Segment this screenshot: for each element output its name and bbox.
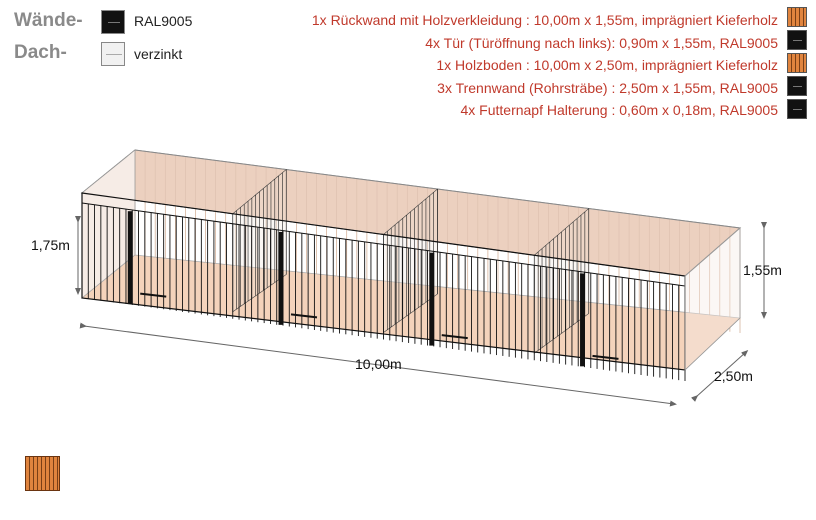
bowl-holder — [140, 292, 167, 298]
partition-wall — [383, 188, 438, 334]
part-line-door: 4x Tür (Türöffnung nach links): 0,90m x … — [425, 34, 778, 51]
part-swatch-partition — [787, 76, 807, 96]
part-line-back-wall: 1x Rückwand mit Holzverkleidung : 10,00m… — [311, 12, 778, 28]
roof-legend-label: Dach- — [14, 42, 67, 63]
walls-color-name: RAL9005 — [134, 13, 193, 29]
walls-legend-label: Wände- — [14, 10, 83, 31]
right-end-wall — [684, 227, 741, 371]
part-swatch-back-wall — [787, 7, 807, 27]
front-frame-top — [81, 202, 686, 287]
height-label: 1,75m — [31, 237, 70, 253]
door-hinge-post — [580, 273, 585, 367]
depth-dim-line — [691, 349, 749, 402]
length-dim-line — [79, 322, 677, 407]
parts-list: 1x Rückwand mit Holzverkleidung : 10,00m… — [312, 9, 778, 122]
partition-wall — [232, 168, 287, 313]
wall-height-label: 1,55m — [743, 262, 782, 278]
depth-label: 2,50m — [714, 368, 753, 384]
bowl-holder — [290, 313, 318, 319]
part-line-bowl-holder: 4x Futternapf Halterung : 0,60m x 0,18m,… — [460, 102, 778, 118]
length-label: 10,00m — [355, 356, 402, 372]
part-swatch-wood-floor — [787, 53, 807, 73]
part-swatch-bowl-holder — [787, 99, 807, 119]
walls-color-swatch — [101, 10, 125, 34]
part-line-partition: 3x Trennwand (Rohrsträbe) : 2,50m x 1,55… — [437, 79, 778, 96]
part-swatch-door — [787, 30, 807, 50]
door-hinge-post — [278, 231, 284, 325]
wood-sample-swatch — [25, 456, 60, 491]
roof-color-swatch — [101, 42, 125, 66]
part-line-wood-floor: 1x Holzboden : 10,00m x 2,50m, imprägnie… — [436, 57, 778, 73]
roof-color-name: verzinkt — [134, 46, 183, 62]
door-hinge-post — [127, 211, 133, 305]
door-hinge-post — [429, 252, 435, 346]
